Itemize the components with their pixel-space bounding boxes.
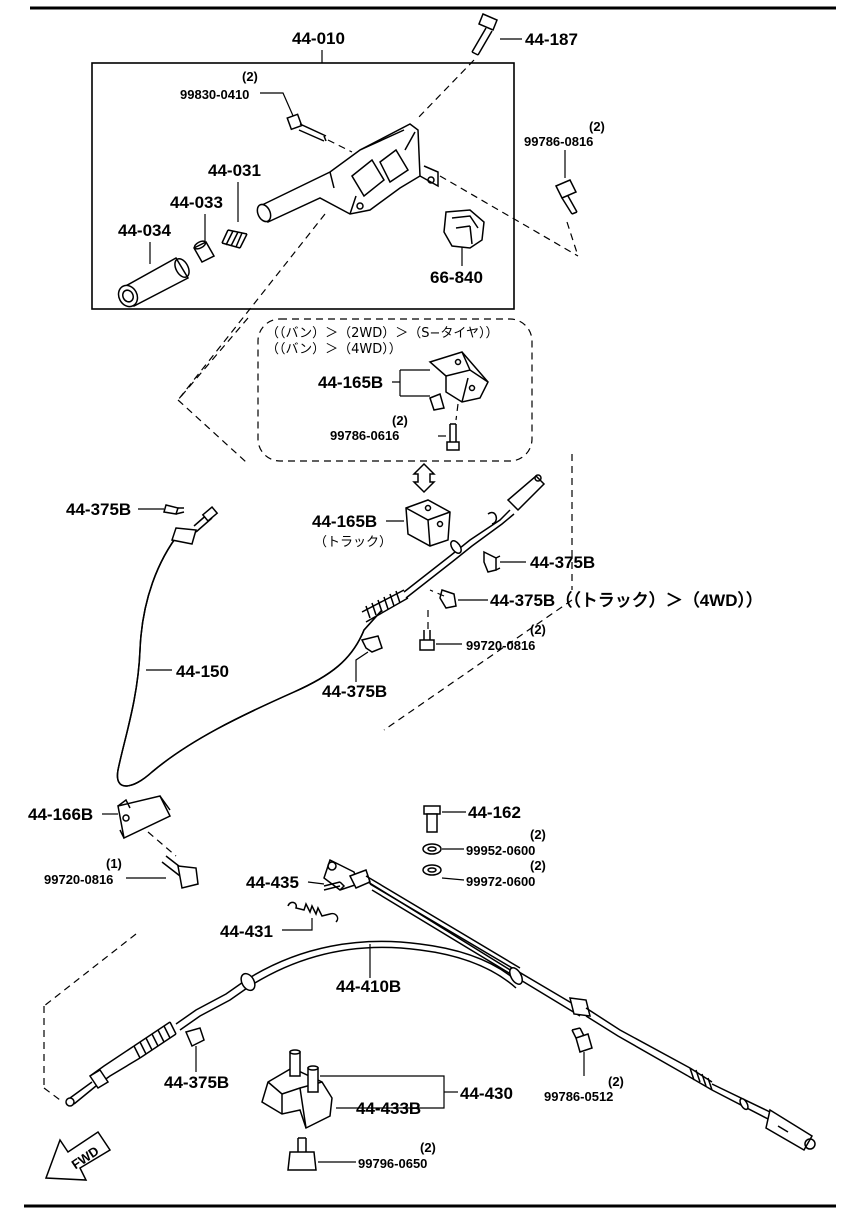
- dash-rear-left-1: [43, 933, 137, 1007]
- dash-44-187: [415, 59, 475, 121]
- dash-166B: [147, 831, 177, 857]
- pin-44-162-icon: [423, 805, 441, 833]
- qty-99830-0410[interactable]: (2): [242, 69, 258, 84]
- dash-cable-right-2: [383, 599, 573, 731]
- clip-44-375B-d-icon: [360, 635, 383, 653]
- double-arrow-vertical-icon: [412, 462, 436, 494]
- assembly-box: [91, 62, 515, 310]
- bolt-99796-0650-icon: [287, 1137, 317, 1171]
- label-44-375B-d[interactable]: 44-375B: [322, 682, 387, 701]
- qty-99786-0512[interactable]: (2): [608, 1074, 624, 1089]
- arrow-down-left-icon: [44, 1130, 112, 1181]
- truck-note: （トラック）: [314, 535, 392, 550]
- spring-44-031-icon: [221, 229, 248, 249]
- label-99830-0410[interactable]: 99830-0410: [180, 87, 249, 102]
- label-44-150[interactable]: 44-150: [176, 662, 229, 681]
- dash-cable-top-1: [177, 399, 247, 463]
- qty-99720-0816c[interactable]: (1): [106, 856, 122, 871]
- label-44-375B-c[interactable]: 44-375B（（トラック）＞（4WD））: [490, 590, 763, 610]
- equalizer-44-433B-icon: [261, 1049, 333, 1130]
- label-99786-0616[interactable]: 99786-0616: [330, 428, 399, 443]
- clip-44-375B-b-icon: [483, 550, 501, 573]
- bracket-44-165B-truck-icon: [405, 499, 451, 547]
- van-note-line1: （（バン）＞（2WD）＞（S−タイヤ））: [266, 326, 499, 341]
- dash-375B-c: [429, 589, 445, 597]
- label-99786-0512[interactable]: 99786-0512: [544, 1089, 613, 1104]
- dash-0410: [327, 139, 353, 153]
- qty-99786-0816a[interactable]: (2): [589, 119, 605, 134]
- dash-0616: [455, 403, 459, 421]
- dash-lever-to-cable: [177, 213, 326, 401]
- bolt-99786-0816-icon: [554, 179, 578, 215]
- dash-0816a-2: [566, 221, 579, 257]
- cable-44-150-icon: [116, 474, 546, 787]
- label-99786-0816a[interactable]: 99786-0816: [524, 134, 593, 149]
- leader-44-435: [307, 881, 325, 885]
- dash-rear-left-3: [43, 1087, 61, 1101]
- label-44-410B[interactable]: 44-410B: [336, 977, 401, 996]
- label-44-010[interactable]: 44-010: [292, 29, 345, 48]
- screw-99786-0616-icon: [446, 423, 460, 451]
- label-44-034[interactable]: 44-034: [118, 221, 171, 240]
- bolt-99720-0816-b-icon: [419, 630, 435, 651]
- label-44-431[interactable]: 44-431: [220, 922, 273, 941]
- clip-44-375B-e-icon: [184, 1027, 205, 1048]
- label-99720-0816b[interactable]: 99720-0816: [466, 638, 535, 653]
- van-variant-box: [257, 318, 533, 462]
- label-44-165B-van[interactable]: 44-165B: [318, 373, 383, 392]
- brake-lever-icon: [256, 123, 439, 224]
- clip-44-375B-a-icon: [163, 504, 185, 515]
- label-44-033[interactable]: 44-033: [170, 193, 223, 212]
- bracket-44-166B-icon: [117, 795, 172, 840]
- qty-99972-0600[interactable]: (2): [530, 858, 546, 873]
- label-44-433B[interactable]: 44-433B: [356, 1099, 421, 1118]
- washer-99952-0600-hole-icon: [427, 846, 437, 852]
- label-99720-0816c[interactable]: 99720-0816: [44, 872, 113, 887]
- bolt-99720-0816-c-icon: [161, 855, 199, 889]
- dash-0816a-1: [439, 175, 579, 257]
- label-44-165B-truck[interactable]: 44-165B: [312, 512, 377, 531]
- label-99972-0600[interactable]: 99972-0600: [466, 874, 535, 889]
- label-44-187[interactable]: 44-187: [525, 30, 578, 49]
- dash-box-lower: [177, 317, 249, 401]
- leader-44-165B-van: [392, 369, 430, 397]
- washer-99972-0600-hole-icon: [427, 867, 437, 873]
- label-44-375B-e[interactable]: 44-375B: [164, 1073, 229, 1092]
- label-44-435[interactable]: 44-435: [246, 873, 299, 892]
- label-44-430[interactable]: 44-430: [460, 1084, 513, 1103]
- qty-99786-0616[interactable]: (2): [392, 413, 408, 428]
- washer-99952-0600-icon: [422, 843, 442, 855]
- label-44-375B-b[interactable]: 44-375B: [530, 553, 595, 572]
- leader-99830-0410: [260, 92, 295, 119]
- switch-66-840-icon: [443, 209, 485, 249]
- qty-99952-0600[interactable]: (2): [530, 827, 546, 842]
- leader-44-431: [282, 918, 313, 931]
- leader-44-375B-d: [355, 651, 369, 682]
- clip-44-375B-c-icon: [439, 589, 457, 609]
- bolt-44-187-icon: [471, 13, 498, 56]
- cable-44-410B-icon: [65, 858, 816, 1152]
- bracket-44-165B-van-icon: [428, 351, 489, 411]
- label-66-840[interactable]: 66-840: [430, 268, 483, 287]
- label-44-162[interactable]: 44-162: [468, 803, 521, 822]
- qty-99720-0816b[interactable]: (2): [530, 622, 546, 637]
- van-note-line2: （（バン）＞（4WD））: [266, 342, 402, 357]
- cap-44-033-icon: [192, 240, 216, 263]
- label-44-031[interactable]: 44-031: [208, 161, 261, 180]
- screw-99830-0410-icon: [286, 113, 327, 142]
- grip-44-034-icon: [117, 256, 190, 308]
- spring-44-431-icon: [287, 901, 339, 923]
- label-99952-0600[interactable]: 99952-0600: [466, 843, 535, 858]
- qty-99796-0650[interactable]: (2): [420, 1140, 436, 1155]
- label-99796-0650[interactable]: 99796-0650: [358, 1156, 427, 1171]
- washer-99972-0600-icon: [422, 864, 442, 876]
- leader-99972-0600: [441, 877, 465, 881]
- bolt-99786-0512-icon: [571, 1027, 593, 1053]
- label-44-375B-a[interactable]: 44-375B: [66, 500, 131, 519]
- label-44-166B[interactable]: 44-166B: [28, 805, 93, 824]
